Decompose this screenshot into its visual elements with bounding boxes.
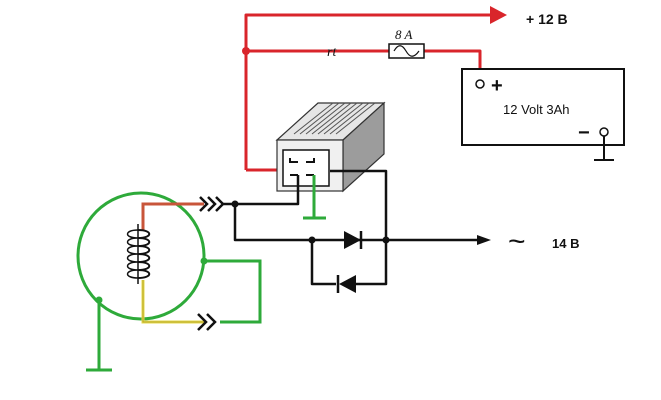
junction-dot [231, 200, 239, 208]
battery-minus-label: − [578, 122, 590, 144]
ac-symbol: ~ [508, 225, 526, 258]
junction-dot [308, 236, 316, 244]
connector-top [199, 196, 225, 212]
junction-dot [382, 236, 390, 244]
junction-dot [242, 47, 250, 55]
battery [461, 68, 625, 146]
diode-bottom [336, 275, 356, 293]
ac-out-label: 14 B [552, 236, 579, 251]
plus12-label: + 12 B [526, 11, 568, 27]
battery-plus-label: + [491, 75, 503, 97]
alternator [76, 191, 262, 372]
fuse-rating-label: 8 A [395, 27, 413, 42]
battery-ground [594, 136, 614, 161]
battery-label: 12 Volt 3Ah [503, 102, 570, 117]
wire-color-label: rt [327, 45, 337, 60]
diode-top [344, 231, 363, 249]
connector-bottom [197, 313, 217, 331]
arrow-plus12 [490, 6, 507, 24]
fuse [388, 43, 425, 59]
signal-wires [222, 169, 477, 286]
regulator [275, 101, 386, 193]
regulator-ground [303, 175, 326, 220]
wire-plus12-main [244, 13, 492, 170]
arrow-ac-out [477, 235, 491, 245]
